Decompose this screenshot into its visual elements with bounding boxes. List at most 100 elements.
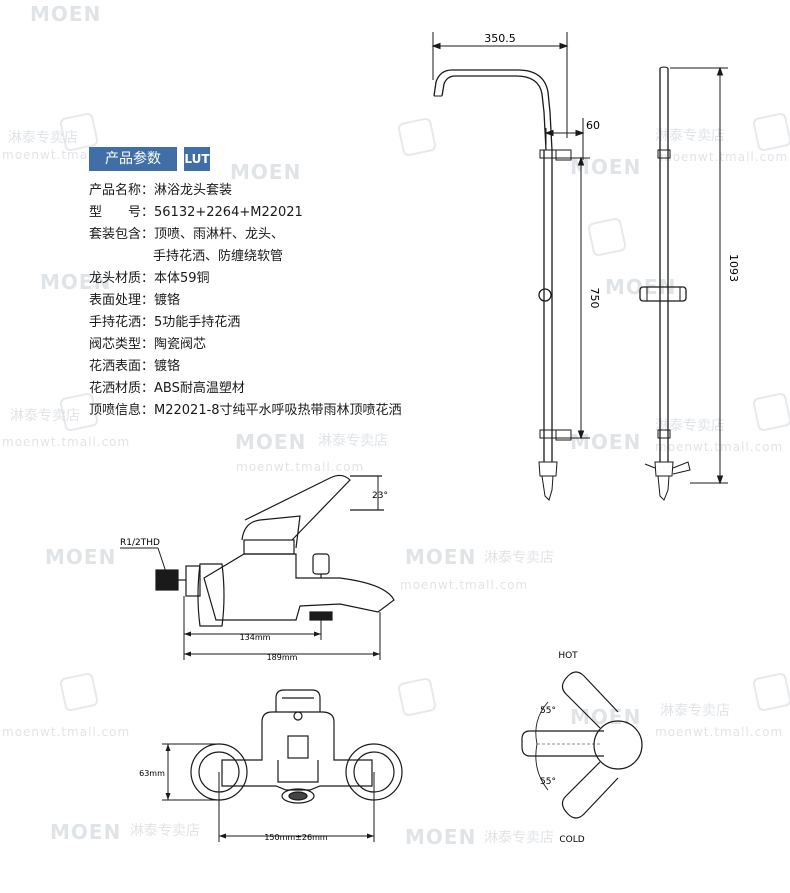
dim-arrow	[165, 793, 171, 800]
dim-arrow	[716, 475, 724, 485]
spec-value: 淋浴龙头套装	[154, 183, 233, 198]
spec-value: 手持花洒、防缠绕软管	[153, 249, 284, 264]
spec-value: 56132+2264+M22021	[154, 205, 303, 220]
spout	[277, 760, 319, 783]
spec-label: 花洒材质：	[89, 381, 155, 396]
shower-arm	[441, 75, 547, 151]
spec-label: 顶喷信息：	[89, 403, 155, 418]
spec-row: 手持花洒：5功能手持花洒	[89, 312, 402, 334]
hot-angle-label: 55°	[540, 706, 556, 716]
dim-arrow	[544, 129, 554, 137]
rail-top-cap	[659, 66, 669, 69]
spec-row: 顶喷信息：M22021-8寸纯平水呼吸热带雨林顶喷花洒	[89, 400, 402, 422]
aerator-mesh	[288, 791, 308, 801]
spec-label: 型 号：	[89, 205, 155, 220]
dim-arrow	[431, 42, 441, 50]
spec-row: 花洒表面：镀铬	[89, 356, 402, 378]
dim-arrow	[716, 66, 724, 76]
spec-value: 顶喷、雨淋杆、龙头、	[154, 227, 285, 242]
spec-row: 产品名称：淋浴龙头套装	[89, 180, 402, 202]
dim-arrow	[184, 651, 191, 657]
handshower-holder	[538, 288, 552, 302]
diverter-body	[538, 461, 558, 477]
dim-arrow	[314, 631, 321, 637]
wall-mount-top	[555, 149, 572, 161]
angle-arc-cold	[535, 743, 549, 791]
section-title: 产品参数	[105, 151, 161, 167]
wall-flange	[197, 563, 225, 627]
spec-list: 产品名称：淋浴龙头套装 型 号：56132+2264+M22021 套装包含：顶…	[89, 180, 402, 422]
dim-body-height-label: 63mm	[139, 769, 165, 778]
spec-row: 手持花洒、防缠绕软管	[89, 246, 402, 268]
diverter-body	[654, 461, 674, 477]
spec-value: 5功能手持花洒	[154, 315, 241, 330]
dim-arrow	[165, 744, 171, 751]
dim-arrow	[219, 833, 226, 839]
faucet-lever	[244, 474, 351, 541]
dim-arrow	[373, 651, 380, 657]
spec-label: 产品名称：	[89, 183, 155, 198]
spec-label: 表面处理：	[89, 293, 155, 308]
spec-row: 花洒材质：ABS耐高温塑材	[89, 378, 402, 400]
dim-angle-label: 23°	[372, 491, 388, 501]
dim-arrow	[575, 129, 585, 137]
rail-bracket-top	[657, 149, 671, 159]
spec-label: 手持花洒：	[89, 315, 155, 330]
section-title-badge: 产品参数	[89, 147, 177, 171]
spec-row: 套装包含：顶喷、雨淋杆、龙头、	[89, 224, 402, 246]
dim-spout-label: 134mm	[240, 633, 271, 642]
hot-label: HOT	[558, 651, 578, 661]
spec-row: 表面处理：镀铬	[89, 290, 402, 312]
brand-logo-icon: LUT	[184, 147, 210, 171]
faucet-body	[221, 711, 373, 791]
dim-center-label: 150mm±26mm	[264, 833, 328, 842]
eccentric-connector	[185, 565, 201, 597]
wall-mount-bottom	[555, 429, 572, 441]
dim-arrow	[577, 430, 585, 440]
spec-value: 镀铬	[154, 293, 181, 308]
handle-screw	[293, 711, 303, 721]
inlet-connector	[657, 475, 670, 501]
handle-hot-position	[561, 671, 619, 729]
leader-line	[157, 547, 167, 573]
spec-label: 套装包含：	[89, 227, 155, 242]
spec-row: 型 号：56132+2264+M22021	[89, 202, 402, 224]
spec-value: 陶瓷阀芯	[154, 337, 207, 352]
inlet-connector	[541, 475, 554, 501]
dim-offset-label: 60	[586, 119, 600, 132]
faucet-lever-base	[241, 515, 301, 549]
aerator	[281, 788, 315, 804]
diverter-knob	[287, 735, 309, 759]
spec-value: 镀铬	[154, 359, 181, 374]
spec-row: 阀芯类型：陶瓷阀芯	[89, 334, 402, 356]
spec-label: 龙头材质：	[89, 271, 155, 286]
spec-row: 龙头材质：本体59铜	[89, 268, 402, 290]
handle-cold-position	[561, 761, 619, 819]
handle	[275, 689, 321, 712]
rail-bracket-bottom	[657, 429, 671, 439]
dim-height-label: 1093	[727, 254, 740, 282]
cold-label: COLD	[559, 835, 584, 845]
cold-angle-label: 55°	[540, 777, 556, 787]
dim-reach-label: 350.5	[484, 32, 516, 45]
spec-value: 本体59铜	[154, 271, 210, 286]
dim-arrow	[559, 42, 569, 50]
slide-holder	[639, 286, 687, 302]
spec-label: 阀芯类型：	[89, 337, 155, 352]
spec-label: 花洒表面：	[89, 359, 155, 374]
dim-arrow	[184, 631, 191, 637]
handle-hub	[593, 720, 643, 770]
dim-arrow	[367, 833, 374, 839]
angle-arc-hot	[535, 701, 549, 745]
handle-neutral	[521, 730, 604, 757]
thread-label: R1/2THD	[120, 538, 160, 548]
diverter-knob	[644, 461, 691, 475]
spec-value: ABS耐高温塑材	[154, 381, 245, 396]
faucet-body	[203, 553, 395, 621]
spec-value: M22021-8寸纯平水呼吸热带雨林顶喷花洒	[154, 403, 402, 418]
dim-overall-label: 189mm	[267, 653, 298, 662]
